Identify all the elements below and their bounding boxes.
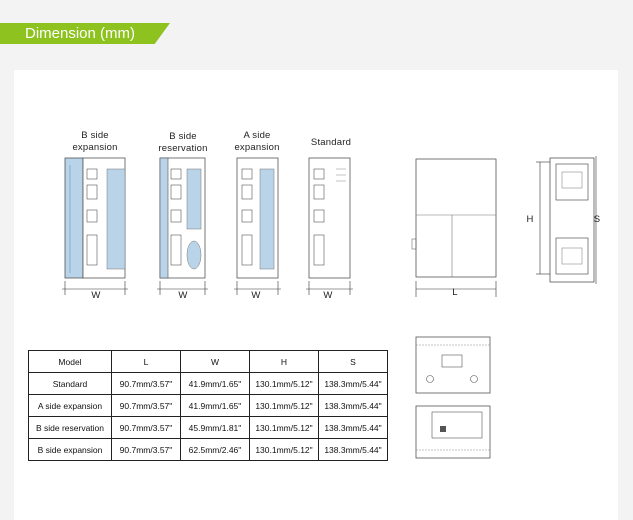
- table-row: A side expansion 90.7mm/3.57" 41.9mm/1.6…: [28, 394, 388, 417]
- cell-w: 41.9mm/1.65": [180, 372, 250, 395]
- device-a-side-expansion: [234, 155, 284, 300]
- section-title: Dimension (mm): [25, 25, 136, 42]
- cell-model: B side expansion: [28, 438, 112, 461]
- width-label: W: [251, 290, 261, 301]
- header-w: W: [180, 350, 250, 373]
- cell-h: 130.1mm/5.12": [249, 394, 319, 417]
- cell-l: 90.7mm/3.57": [111, 372, 181, 395]
- cell-h: 130.1mm/5.12": [249, 372, 319, 395]
- length-label: L: [452, 287, 458, 298]
- device-rail-mount-view: [528, 148, 600, 290]
- table-row: Standard 90.7mm/3.57" 41.9mm/1.65" 130.1…: [28, 372, 388, 395]
- device-side-view: [408, 155, 508, 300]
- cell-model: Standard: [28, 372, 112, 395]
- width-label: W: [91, 290, 101, 301]
- device-standard: [306, 155, 356, 300]
- table-header-row: Model L W H S: [28, 350, 388, 373]
- cell-h: 130.1mm/5.12": [249, 416, 319, 439]
- dimension-table: Model L W H S Standard 90.7mm/3.57" 41.9…: [28, 350, 388, 461]
- cell-s: 138.3mm/5.44": [318, 394, 388, 417]
- cell-s: 138.3mm/5.44": [318, 372, 388, 395]
- cell-l: 90.7mm/3.57": [111, 416, 181, 439]
- height-label: H: [526, 214, 534, 225]
- device-b-side-expansion: [62, 155, 132, 300]
- device-top-view: [412, 333, 494, 395]
- table-row: B side expansion 90.7mm/3.57" 62.5mm/2.4…: [28, 438, 388, 461]
- cell-w: 41.9mm/1.65": [180, 394, 250, 417]
- cell-model: A side expansion: [28, 394, 112, 417]
- header-l: L: [111, 350, 181, 373]
- cell-model: B side reservation: [28, 416, 112, 439]
- section-banner: [0, 23, 170, 44]
- cell-l: 90.7mm/3.57": [111, 394, 181, 417]
- device-b-side-reservation: [157, 155, 212, 300]
- cell-h: 130.1mm/5.12": [249, 438, 319, 461]
- device-bottom-view: [412, 402, 494, 462]
- table-row: B side reservation 90.7mm/3.57" 45.9mm/1…: [28, 416, 388, 439]
- width-label: W: [178, 290, 188, 301]
- cell-w: 62.5mm/2.46": [180, 438, 250, 461]
- cell-l: 90.7mm/3.57": [111, 438, 181, 461]
- cell-s: 138.3mm/5.44": [318, 416, 388, 439]
- header-h: H: [249, 350, 319, 373]
- header-s: S: [318, 350, 388, 373]
- cell-s: 138.3mm/5.44": [318, 438, 388, 461]
- width-label: W: [323, 290, 333, 301]
- header-model: Model: [28, 350, 112, 373]
- cell-w: 45.9mm/1.81": [180, 416, 250, 439]
- device-label-standard: Standard: [310, 137, 352, 148]
- span-label: S: [593, 214, 601, 225]
